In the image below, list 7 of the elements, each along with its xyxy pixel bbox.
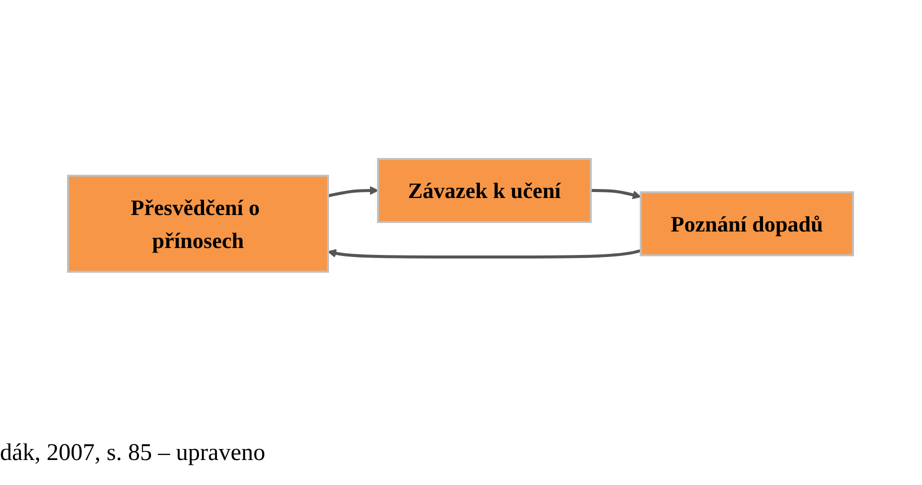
- arrow: [328, 186, 379, 197]
- node-box: Závazek k učení: [377, 158, 592, 223]
- caption: dák, 2007, s. 85 – upraveno: [0, 440, 266, 467]
- arrow: [328, 248, 642, 258]
- arrow: [591, 188, 642, 199]
- node-box: Poznání dopadů: [640, 190, 855, 256]
- node-box: Přesvědčení o přínosech: [67, 174, 330, 272]
